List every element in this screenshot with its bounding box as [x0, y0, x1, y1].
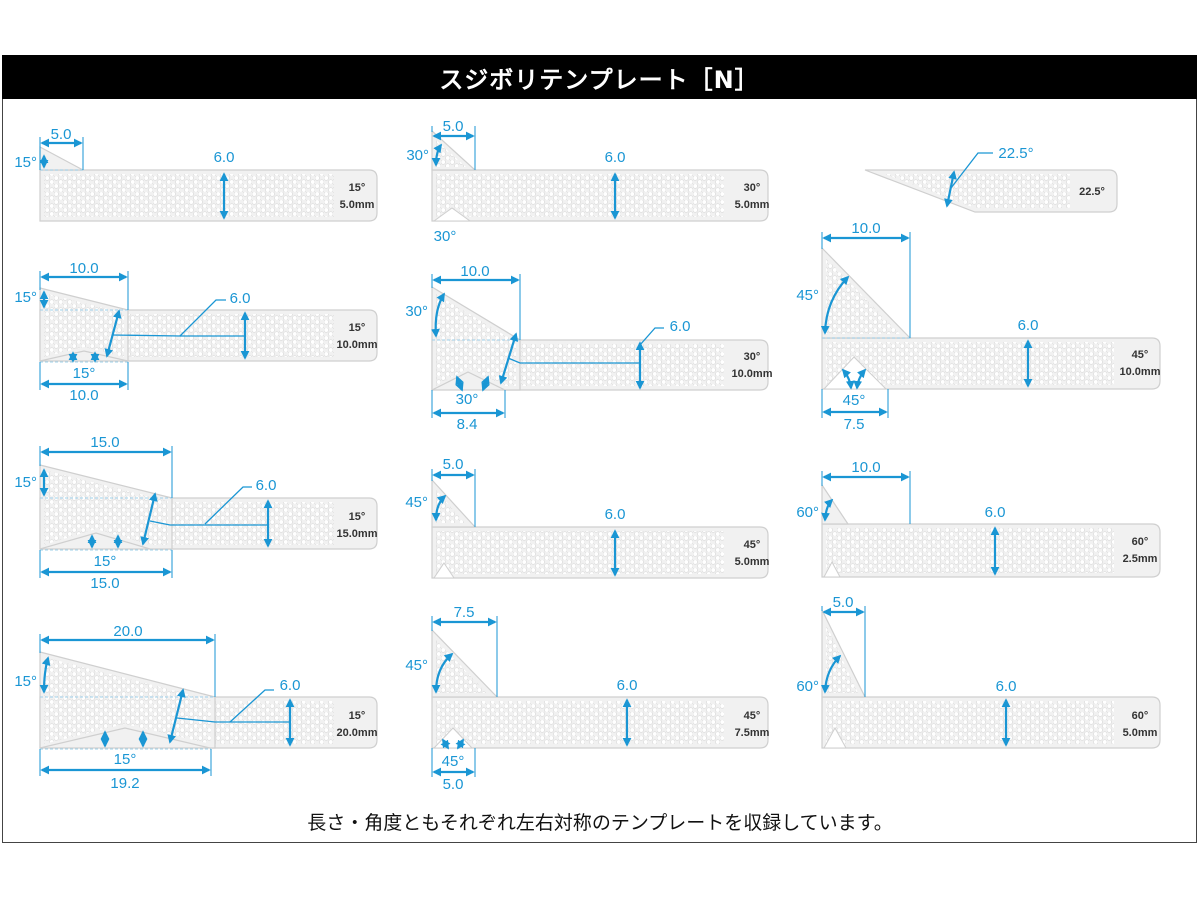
width-label: 6.0	[996, 678, 1017, 695]
template-45deg-7-5mm: 7.5 45° 6.0 45° 5.0 45° 7.5mm	[405, 604, 769, 793]
length-label: 15.0	[90, 434, 119, 451]
plate-angle-label: 45°	[744, 710, 761, 722]
length-label: 5.0	[51, 126, 72, 143]
angle-label: 45°	[796, 287, 819, 304]
width-label: 6.0	[256, 477, 277, 494]
angle-label: 60°	[796, 504, 819, 521]
plate-size-label: 15.0mm	[337, 528, 378, 540]
plate-angle-label: 22.5°	[1079, 186, 1105, 198]
length-label: 7.5	[454, 604, 475, 621]
plate-size-label: 5.0mm	[340, 199, 375, 211]
width-label: 6.0	[1018, 317, 1039, 334]
length-label: 5.0	[443, 118, 464, 135]
template-22-5deg: 22.5° 22.5°	[864, 145, 1118, 213]
bottom-angle-label: 15°	[94, 553, 117, 570]
length-label: 10.0	[69, 260, 98, 277]
plate-angle-label: 60°	[1132, 536, 1149, 548]
template-60deg-2-5mm: 10.0 60° 6.0 60° 2.5mm	[796, 459, 1161, 578]
width-label: 6.0	[617, 677, 638, 694]
template-30deg-5mm: 5.0 30° 6.0 30° 30° 5.0mm	[406, 118, 769, 245]
length-label: 10.0	[460, 263, 489, 280]
plate-size-label: 10.0mm	[1120, 366, 1161, 378]
caption: 長さ・角度ともそれぞれ左右対称のテンプレートを収録しています。	[307, 812, 893, 834]
template-30deg-10mm: 10.0 30° 6.0 30° 8.4 30° 10.0mm	[405, 263, 772, 433]
template-15deg-20mm: 20.0 15° 6.0 15° 19.2 15° 20.0mm	[14, 623, 377, 792]
plate-size-label: 7.5mm	[735, 727, 770, 739]
width-label: 6.0	[214, 149, 235, 166]
bottom-length-label: 19.2	[110, 775, 139, 792]
template-15deg-15mm: 15.0 15° 6.0 15° 15.0 15° 15.0mm	[14, 434, 377, 592]
bottom-length-label: 10.0	[69, 387, 98, 404]
template-15deg-10mm: 10.0 15° 6.0 15° 10.0 15° 10.0mm	[14, 260, 377, 404]
bottom-length-label: 5.0	[443, 776, 464, 793]
bottom-angle-label: 45°	[442, 753, 465, 770]
plate-angle-label: 30°	[744, 182, 761, 194]
length-label: 10.0	[851, 459, 880, 476]
length-label: 5.0	[833, 594, 854, 611]
bottom-length-label: 15.0	[90, 575, 119, 592]
plate-size-label: 5.0mm	[735, 556, 770, 568]
angle-label: 30°	[405, 303, 428, 320]
bottom-angle-label: 30°	[456, 391, 479, 408]
plate-size-label: 20.0mm	[337, 727, 378, 739]
angle-label: 15°	[14, 673, 37, 690]
plate-size-label: 5.0mm	[1123, 727, 1158, 739]
bottom-length-label: 7.5	[844, 416, 865, 433]
width-label: 6.0	[670, 318, 691, 335]
angle-label: 15°	[14, 474, 37, 491]
width-label: 6.0	[605, 506, 626, 523]
bottom-length-label: 8.4	[457, 416, 478, 433]
angle-label: 45°	[405, 657, 428, 674]
width-label: 6.0	[230, 290, 251, 307]
plate-angle-label: 15°	[349, 182, 366, 194]
bottom-angle-label: 30°	[434, 228, 457, 245]
plate-angle-label: 45°	[744, 539, 761, 551]
template-15deg-5mm: 5.0 15° 6.0 15° 5.0mm	[14, 126, 378, 222]
angle-label: 22.5°	[998, 145, 1033, 162]
plate-size-label: 10.0mm	[337, 339, 378, 351]
plate-size-label: 10.0mm	[732, 368, 773, 380]
width-label: 6.0	[280, 677, 301, 694]
plate-size-label: 5.0mm	[735, 199, 770, 211]
bottom-angle-label: 15°	[73, 365, 96, 382]
plate-angle-label: 30°	[744, 351, 761, 363]
plate-angle-label: 60°	[1132, 710, 1149, 722]
angle-label: 15°	[14, 289, 37, 306]
bottom-angle-label: 15°	[114, 751, 137, 768]
page-title: スジボリテンプレート［N］	[2, 55, 1197, 99]
length-label: 5.0	[443, 456, 464, 473]
angle-label: 30°	[406, 147, 429, 164]
template-60deg-5mm: 5.0 60° 6.0 60° 5.0mm	[796, 594, 1161, 749]
plate-angle-label: 15°	[349, 710, 366, 722]
length-label: 20.0	[113, 623, 142, 640]
angle-label: 45°	[405, 494, 428, 511]
length-label: 10.0	[851, 220, 880, 237]
template-45deg-5mm: 5.0 45° 6.0 45° 5.0mm	[405, 456, 770, 579]
angle-label: 60°	[796, 678, 819, 695]
plate-angle-label: 15°	[349, 322, 366, 334]
plate-angle-label: 45°	[1132, 349, 1149, 361]
angle-label: 15°	[14, 154, 37, 171]
bottom-angle-label: 45°	[843, 392, 866, 409]
plate-angle-label: 15°	[349, 511, 366, 523]
template-45deg-10mm: 10.0 45° 6.0 45° 7.5 45° 10.0mm	[796, 220, 1160, 433]
width-label: 6.0	[605, 149, 626, 166]
plate-size-label: 2.5mm	[1123, 553, 1158, 565]
width-label: 6.0	[985, 504, 1006, 521]
